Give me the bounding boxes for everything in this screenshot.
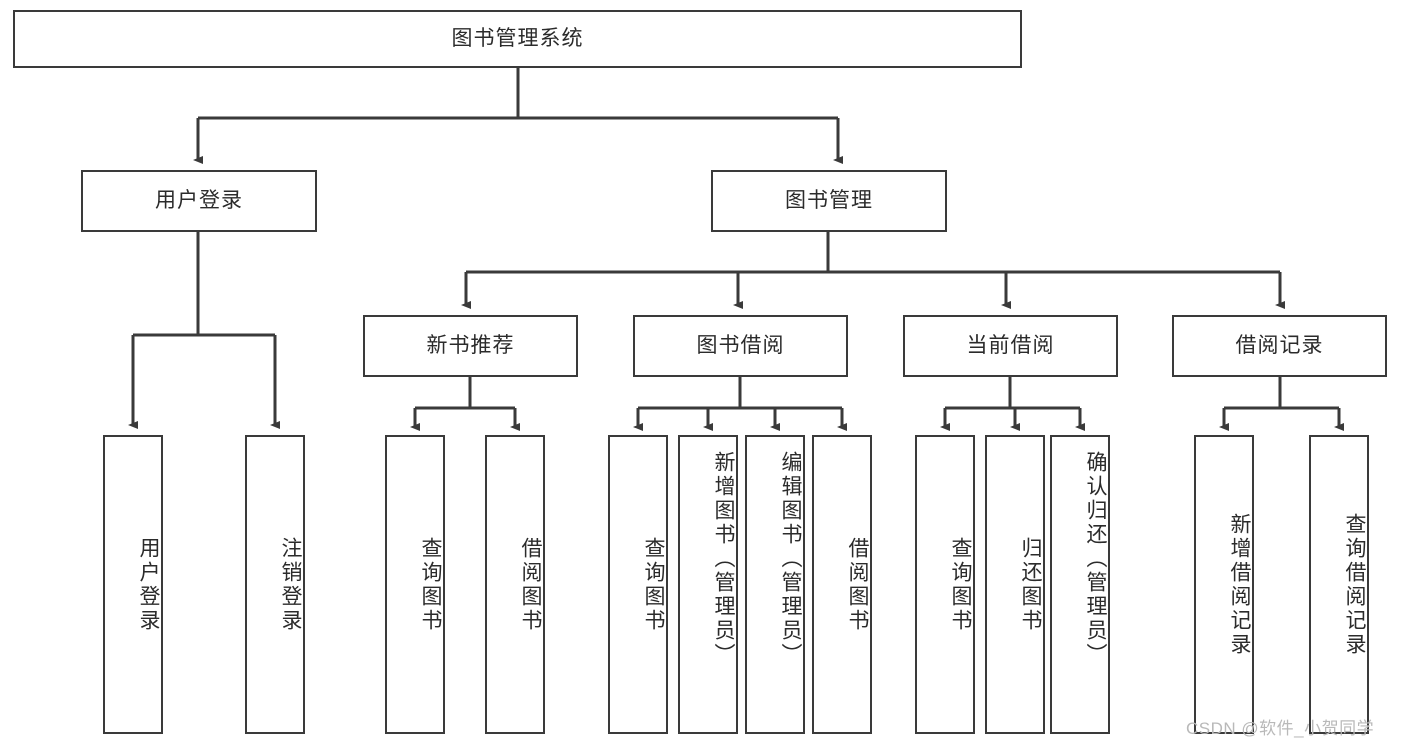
node-borrow-record[interactable]: 借阅记录 xyxy=(1172,315,1387,377)
leaf-user-login[interactable]: 用户登录 xyxy=(103,435,163,734)
node-root[interactable]: 图书管理系统 xyxy=(13,10,1022,68)
leaf-borrow-book-2[interactable]: 借阅图书 xyxy=(812,435,872,734)
node-new-book-recommend[interactable]: 新书推荐 xyxy=(363,315,578,377)
node-current-borrow[interactable]: 当前借阅 xyxy=(903,315,1118,377)
watermark-text: CSDN @软件_小贺同学 xyxy=(1186,719,1375,738)
leaf-return-book[interactable]: 归还图书 xyxy=(985,435,1045,734)
leaf-query-book-3[interactable]: 查询图书 xyxy=(915,435,975,734)
leaf-edit-book[interactable]: 编辑图书（管理员） xyxy=(745,435,805,734)
leaf-confirm-return[interactable]: 确认归还（管理员） xyxy=(1050,435,1110,734)
node-user-login[interactable]: 用户登录 xyxy=(81,170,317,232)
leaf-query-book-2[interactable]: 查询图书 xyxy=(608,435,668,734)
leaf-add-record[interactable]: 新增借阅记录 xyxy=(1194,435,1254,734)
leaf-add-book[interactable]: 新增图书（管理员） xyxy=(678,435,738,734)
node-book-manage[interactable]: 图书管理 xyxy=(711,170,947,232)
node-book-borrow[interactable]: 图书借阅 xyxy=(633,315,848,377)
leaf-query-book-1[interactable]: 查询图书 xyxy=(385,435,445,734)
leaf-query-record[interactable]: 查询借阅记录 xyxy=(1309,435,1369,734)
leaf-borrow-book-1[interactable]: 借阅图书 xyxy=(485,435,545,734)
leaf-logout[interactable]: 注销登录 xyxy=(245,435,305,734)
